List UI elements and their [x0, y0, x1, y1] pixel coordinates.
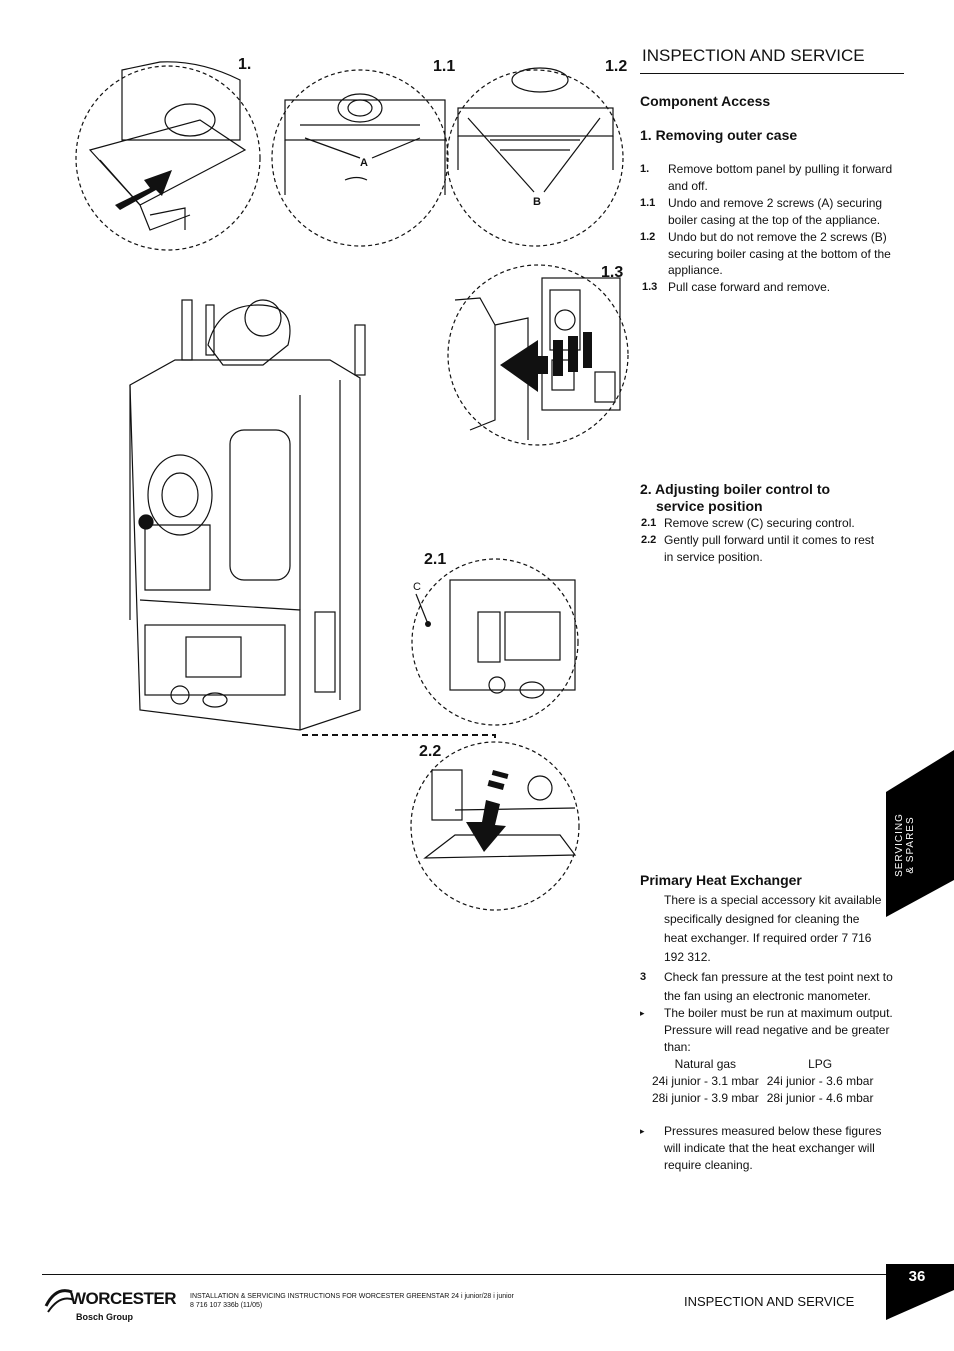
title-rule — [640, 73, 904, 74]
side-tab-line1: SERVICING — [894, 813, 905, 877]
footer-document-info: INSTALLATION & SERVICING INSTRUCTIONS FO… — [190, 1292, 590, 1310]
adjusting-heading-line1: 2. Adjusting boiler control to — [640, 481, 831, 497]
component-access-heading: Component Access — [640, 93, 771, 109]
figure-label-2-2: 2.2 — [419, 743, 442, 760]
figure-1-3-pull-case — [447, 264, 629, 446]
bullet-arrow-icon: ▸ — [640, 1008, 645, 1018]
figure-label-1-2: 1.2 — [605, 58, 628, 75]
callout-a: A — [360, 157, 368, 169]
step-2-1: 2.1 Remove screw (C) securing control. — [641, 515, 881, 532]
worcester-logo-icon — [44, 1289, 75, 1313]
step-text: Remove screw (C) securing control. — [664, 516, 855, 530]
adjusting-heading-line2: service position — [656, 498, 763, 514]
step-2-2: 2.2 Gently pull forward until it comes t… — [641, 532, 881, 565]
table-row: 24i junior - 3.1 mbar 24i junior - 3.6 m… — [648, 1072, 877, 1089]
pressure-table: Natural gas LPG 24i junior - 3.1 mbar 24… — [648, 1055, 877, 1106]
step-number: 1.2 — [640, 231, 656, 243]
step-number: 1.3 — [642, 281, 658, 293]
table-header-lpg: LPG — [808, 1056, 833, 1071]
page-title: INSPECTION AND SERVICE — [642, 46, 865, 65]
figure-label-2-1: 2.1 — [424, 551, 447, 568]
removing-outer-case-heading: 1. Removing outer case — [640, 127, 798, 143]
table-cell: 28i junior - 4.6 mbar — [766, 1090, 874, 1105]
figure-2-1-remove-screw — [411, 558, 579, 726]
step-text: Check fan pressure at the test point nex… — [664, 970, 893, 1003]
side-tab-label: SERVICING & SPARES — [860, 800, 950, 890]
fig13-arrow — [500, 332, 592, 392]
bullet-text: The boiler must be run at maximum output… — [664, 1006, 893, 1054]
step-1-3: 1.3 Pull case forward and remove. — [640, 279, 902, 296]
figure-1-remove-bottom-panel — [75, 61, 261, 251]
bullet-pressures-below: ▸ Pressures measured below these figures… — [640, 1123, 890, 1174]
boiler-main-view — [129, 299, 366, 731]
footer-doc-line2: 8 716 107 336b (11/05) — [190, 1302, 263, 1309]
figure-label-1-3: 1.3 — [601, 264, 624, 281]
step-number: 2.2 — [641, 534, 657, 546]
step-1: 1. Remove bottom panel by pulling it for… — [640, 161, 902, 194]
figure-1-1-top-screws — [271, 69, 449, 247]
step-text: Undo and remove 2 screws (A) securing bo… — [668, 196, 883, 227]
callout-b: B — [533, 196, 541, 208]
callout-c: C — [413, 581, 421, 593]
bullet-max-output: ▸ The boiler must be run at maximum outp… — [640, 1005, 904, 1056]
step-3: 3 Check fan pressure at the test point n… — [640, 968, 904, 1006]
step-text: Gently pull forward until it comes to re… — [664, 533, 875, 564]
step-1-2: 1.2 Undo but do not remove the 2 screws … — [640, 229, 902, 279]
footer-doc-line1: INSTALLATION & SERVICING INSTRUCTIONS FO… — [190, 1293, 514, 1300]
step-number: 1. — [640, 163, 650, 175]
figure-label-1: 1. — [238, 56, 252, 73]
table-header-row: Natural gas LPG — [648, 1055, 877, 1072]
table-cell: 28i junior - 3.9 mbar — [652, 1090, 759, 1105]
step-text: Pull case forward and remove. — [668, 280, 831, 294]
fig22-arrow — [466, 770, 509, 852]
fig1-arrow — [115, 170, 172, 210]
step-text: Undo but do not remove the 2 screws (B) … — [668, 230, 891, 277]
figure-label-1-1: 1.1 — [433, 58, 456, 75]
table-cell: 24i junior - 3.1 mbar — [652, 1073, 759, 1088]
table-cell: 24i junior - 3.6 mbar — [766, 1073, 874, 1088]
page-number-box — [886, 1264, 954, 1320]
step-number: 2.1 — [641, 517, 657, 529]
heat-exchanger-intro: There is a special accessory kit availab… — [664, 893, 882, 964]
step-number: 1.1 — [640, 197, 656, 209]
figure-2-2-service-position — [410, 741, 580, 911]
footer-section-title: INSPECTION AND SERVICE — [684, 1294, 855, 1309]
side-tab-line2: & SPARES — [905, 816, 916, 874]
step-1-1: 1.1 Undo and remove 2 screws (A) securin… — [640, 195, 902, 228]
primary-heat-exchanger-heading: Primary Heat Exchanger — [640, 872, 802, 888]
step-number: 3 — [640, 971, 647, 983]
logo-subtitle: Bosch Group — [76, 1312, 134, 1322]
logo-wordmark: WORCESTER — [70, 1289, 177, 1308]
table-header-natural-gas: Natural gas — [674, 1056, 737, 1071]
connector-line — [302, 734, 496, 742]
table-row: 28i junior - 3.9 mbar 28i junior - 4.6 m… — [648, 1089, 877, 1106]
page-number: 36 — [908, 1268, 926, 1285]
bullet-text: Pressures measured below these figures w… — [664, 1124, 882, 1172]
step-text: Remove bottom panel by pulling it forwar… — [668, 162, 893, 193]
servicing-spares-tab — [886, 750, 954, 917]
footer-rule — [42, 1274, 910, 1275]
bullet-arrow-icon: ▸ — [640, 1126, 645, 1136]
figure-1-2-bottom-screws — [446, 67, 624, 247]
